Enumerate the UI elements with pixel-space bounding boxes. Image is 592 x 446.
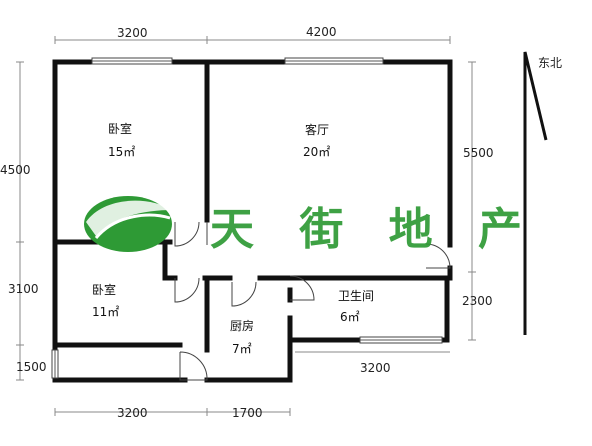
dim-bottom-right: 1700 bbox=[232, 406, 263, 420]
kitchen-area: 7㎡ bbox=[232, 342, 252, 356]
dim-bottom-left: 3200 bbox=[117, 406, 148, 420]
kitchen-name: 厨房 bbox=[230, 318, 254, 333]
bathroom-name: 卫生间 bbox=[338, 289, 374, 303]
bathroom-area: 6㎡ bbox=[340, 310, 360, 324]
dim-inner-bottom: 3200 bbox=[360, 361, 391, 375]
doors bbox=[174, 221, 451, 381]
bedroom-large-name: 卧室 bbox=[108, 121, 132, 136]
bedroom-small-name: 卧室 bbox=[92, 282, 116, 297]
dimension-lines bbox=[16, 36, 476, 416]
living-room-name: 客厅 bbox=[305, 122, 329, 137]
compass-label: 东北 bbox=[538, 56, 562, 70]
dim-left-lower: 1500 bbox=[16, 360, 47, 374]
dim-top-right: 4200 bbox=[306, 25, 337, 39]
bedroom-large-area: 15㎡ bbox=[108, 145, 135, 159]
dim-top-left: 3200 bbox=[117, 26, 148, 40]
leaf-logo-icon bbox=[84, 196, 172, 252]
bedroom-small-area: 11㎡ bbox=[92, 305, 119, 319]
watermark: 天街地产 bbox=[84, 196, 522, 255]
north-arrow-icon bbox=[523, 51, 548, 335]
dim-left-upper: 4500 bbox=[0, 163, 31, 177]
compass: 东北 bbox=[523, 51, 562, 335]
living-room-area: 20㎡ bbox=[303, 145, 330, 159]
watermark-text: 天街地产 bbox=[210, 204, 522, 255]
dim-right-upper: 5500 bbox=[463, 146, 494, 160]
dim-left-middle: 3100 bbox=[8, 282, 39, 296]
room-labels: 卧室 15㎡ 客厅 20㎡ 卧室 11㎡ 厨房 7㎡ 卫生间 6㎡ bbox=[92, 121, 374, 356]
windows bbox=[51, 57, 443, 379]
dim-right-lower: 2300 bbox=[462, 294, 493, 308]
